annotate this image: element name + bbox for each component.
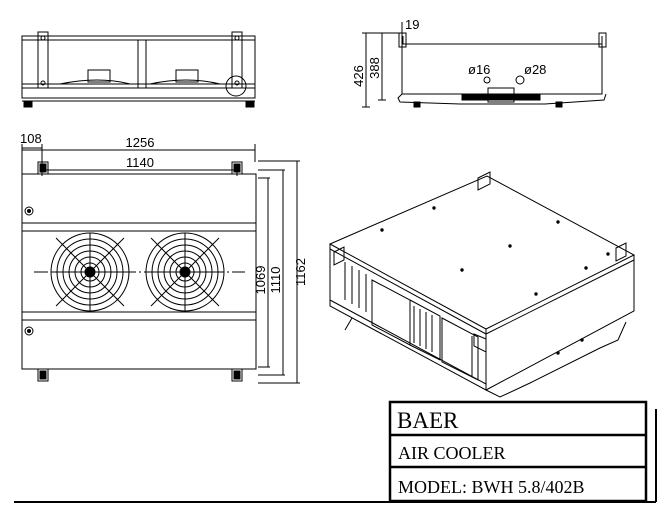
dim-top-offset: 19 (405, 17, 419, 32)
detail-circle (225, 75, 247, 97)
dim-width-1: 1069 (253, 266, 268, 295)
dim-hole-spacing: 1140 (126, 155, 154, 170)
iso-right-face (485, 255, 635, 391)
front-elevation-view (362, 22, 607, 108)
fan-left (50, 232, 130, 312)
front-fan-motor (461, 93, 541, 101)
dim-height-overall: 426 (351, 65, 366, 87)
dim-width-2: 1110 (268, 267, 283, 294)
dim-height-body: 388 (367, 57, 382, 79)
port-upper (24, 206, 34, 216)
title-model: MODEL: BWH 5.8/402B (398, 477, 585, 497)
fan-motor-right (175, 69, 199, 83)
title-product: AIR COOLER (398, 443, 506, 463)
title-brand: BAER (397, 408, 459, 433)
dim-overall-length: 1256 (126, 135, 155, 150)
side-bracket-left (37, 31, 49, 89)
dim-pipe-large: ø28 (524, 62, 546, 77)
fan-right (145, 232, 225, 312)
front-body-outline (401, 43, 603, 95)
dim-width-3: 1162 (293, 258, 308, 286)
plan-body-outline (21, 173, 257, 370)
drip-tray (397, 93, 607, 105)
side-elevation-view (21, 31, 256, 108)
iso-top-face (328, 175, 636, 330)
isometric-view (328, 171, 636, 398)
title-block (388, 400, 648, 503)
dim-pipe-small: ø16 (468, 62, 490, 77)
dim-hole-offset: 108 (20, 131, 42, 146)
side-bracket-right (231, 31, 243, 89)
fan-motor-left (87, 69, 111, 83)
port-lower (24, 326, 34, 336)
plan-view (21, 144, 300, 384)
iso-left-face (329, 244, 487, 391)
